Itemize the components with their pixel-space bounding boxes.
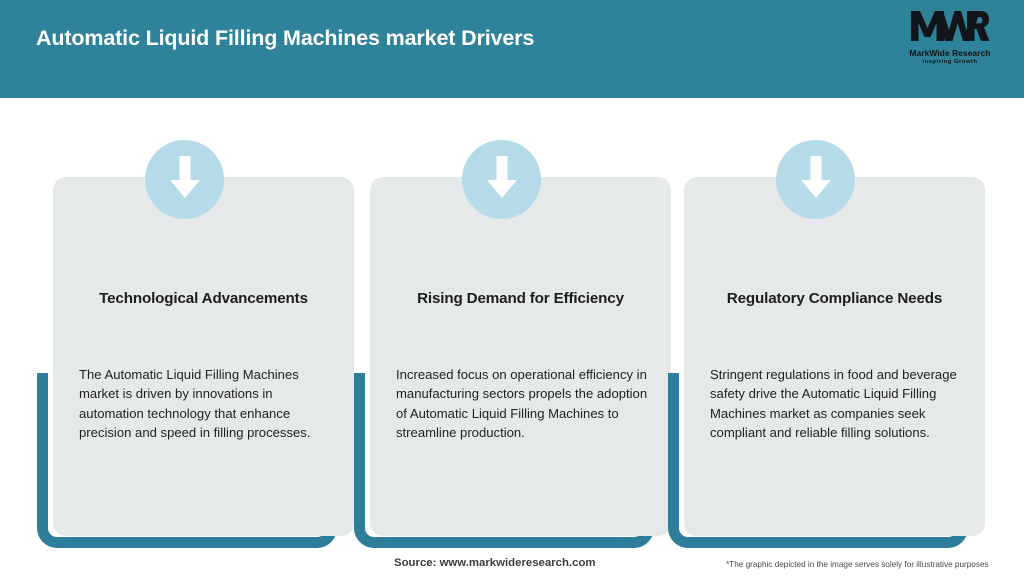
mwr-monogram-icon (911, 10, 990, 47)
card-body-text: The Automatic Liquid Filling Machines ma… (79, 367, 311, 441)
card-title: Rising Demand for Efficiency (417, 290, 624, 307)
arrow-down-icon (485, 154, 519, 205)
header-bar: Automatic Liquid Filling Machines market… (0, 0, 1024, 98)
source-label: Source: www.markwideresearch.com (394, 557, 596, 569)
arrow-down-badge (145, 140, 224, 219)
arrow-down-badge (776, 140, 855, 219)
card-title: Technological Advancements (99, 290, 308, 307)
brand-logo: MarkWide Research Inspiring Growth (898, 10, 1002, 65)
logo-company-name: MarkWide Research (909, 48, 991, 58)
arrow-down-icon (799, 154, 833, 205)
arrow-down-icon (168, 154, 202, 205)
disclaimer-note: *The graphic depicted in the image serve… (726, 560, 989, 569)
card-surface: Rising Demand for Efficiency Increased f… (370, 177, 671, 536)
arrow-down-badge (462, 140, 541, 219)
driver-card-1[interactable]: Technological Advancements The Automatic… (37, 140, 354, 550)
card-surface: Technological Advancements The Automatic… (53, 177, 354, 536)
driver-card-3[interactable]: Regulatory Compliance Needs Stringent re… (668, 140, 985, 550)
card-title: Regulatory Compliance Needs (726, 290, 943, 307)
card-body-text: Increased focus on operational efficienc… (396, 367, 648, 441)
card-surface: Regulatory Compliance Needs Stringent re… (684, 177, 985, 536)
card-body-text: Stringent regulations in food and bevera… (710, 367, 957, 441)
page-title: Automatic Liquid Filling Machines market… (36, 26, 535, 50)
logo-tagline: Inspiring Growth (922, 59, 978, 65)
driver-card-2[interactable]: Rising Demand for Efficiency Increased f… (354, 140, 671, 550)
